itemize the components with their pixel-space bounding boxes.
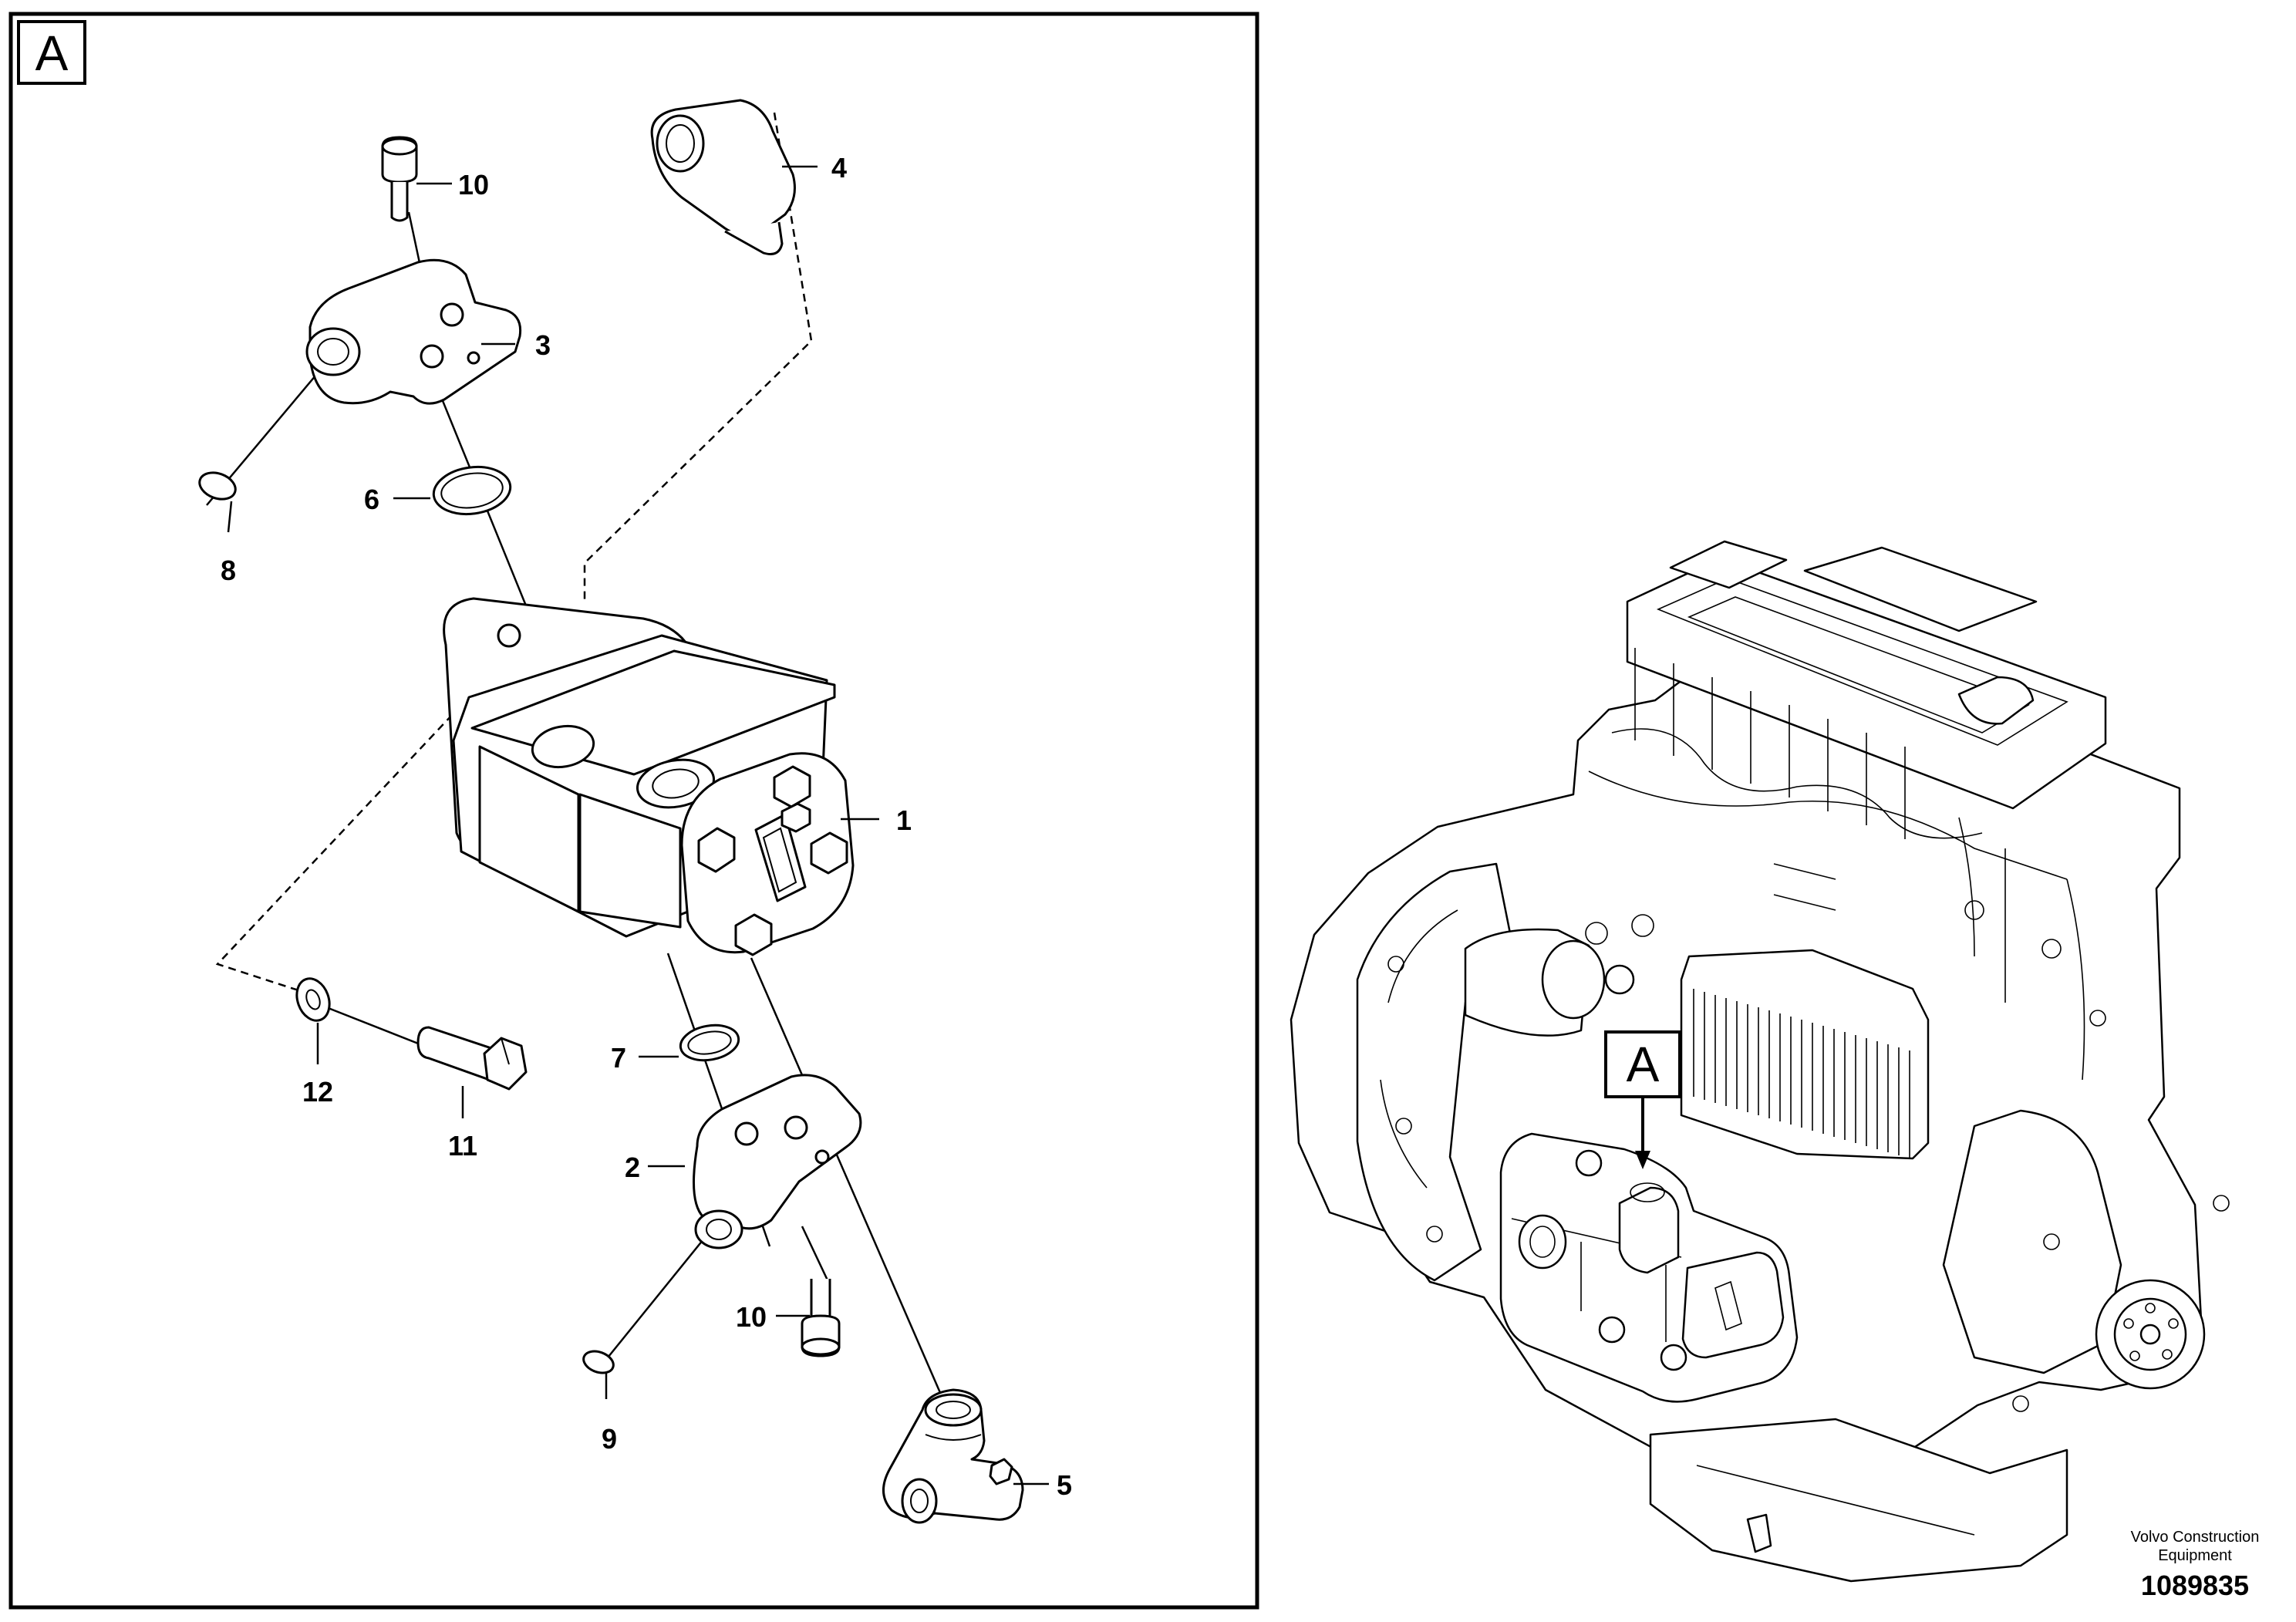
- engine-locator-illustration: [1290, 540, 2230, 1583]
- callout-12: 12: [302, 1076, 333, 1108]
- axis-9: [601, 1235, 707, 1366]
- axis-5: [750, 957, 942, 1395]
- part-4-elbow-fitting: [650, 99, 796, 255]
- credit-line-2: Equipment: [2158, 1547, 2232, 1564]
- locator-label-box: A: [1604, 1030, 1681, 1169]
- part-6-oring: [432, 465, 512, 516]
- part-12-washer: [295, 977, 331, 1022]
- part-8-oring: [198, 471, 237, 533]
- centerline-12: [215, 647, 516, 1001]
- part-9-oring: [582, 1350, 615, 1399]
- document-number: 1089835: [2141, 1570, 2249, 1601]
- part-10-bottom-bolt: [801, 1279, 841, 1357]
- locator-label: A: [1627, 1037, 1660, 1092]
- callout-6: 6: [364, 484, 379, 515]
- callout-1: 1: [896, 804, 912, 836]
- detail-frame: [8, 12, 1259, 1610]
- axis-10-bottom: [801, 1226, 830, 1283]
- callout-10-top: 10: [458, 169, 489, 201]
- callout-10-bottom: 10: [736, 1301, 767, 1333]
- callout-7: 7: [611, 1042, 626, 1074]
- part-10-top-bolt: [381, 136, 418, 222]
- callout-5: 5: [1057, 1469, 1072, 1501]
- callout-2: 2: [625, 1152, 640, 1183]
- credit-line-1: Volvo Construction: [2131, 1529, 2260, 1546]
- callout-9: 9: [602, 1423, 617, 1455]
- axis-11: [322, 1004, 433, 1050]
- callout-11: 11: [448, 1130, 477, 1162]
- view-label: A: [35, 25, 69, 81]
- callout-4: 4: [831, 152, 847, 184]
- callout-8: 8: [221, 555, 236, 586]
- callout-3: 3: [535, 329, 551, 361]
- centerline-4: [583, 112, 813, 602]
- part-2-elbow-flange: [693, 1074, 862, 1249]
- part-1-gear-pump: [443, 597, 855, 956]
- part-5-elbow-fitting: [882, 1388, 1024, 1524]
- part-3-elbow-flange: [305, 258, 522, 405]
- part-11-hex-bolt: [416, 1026, 528, 1091]
- part-7-oring: [679, 1023, 740, 1062]
- view-label-box: A: [17, 20, 86, 85]
